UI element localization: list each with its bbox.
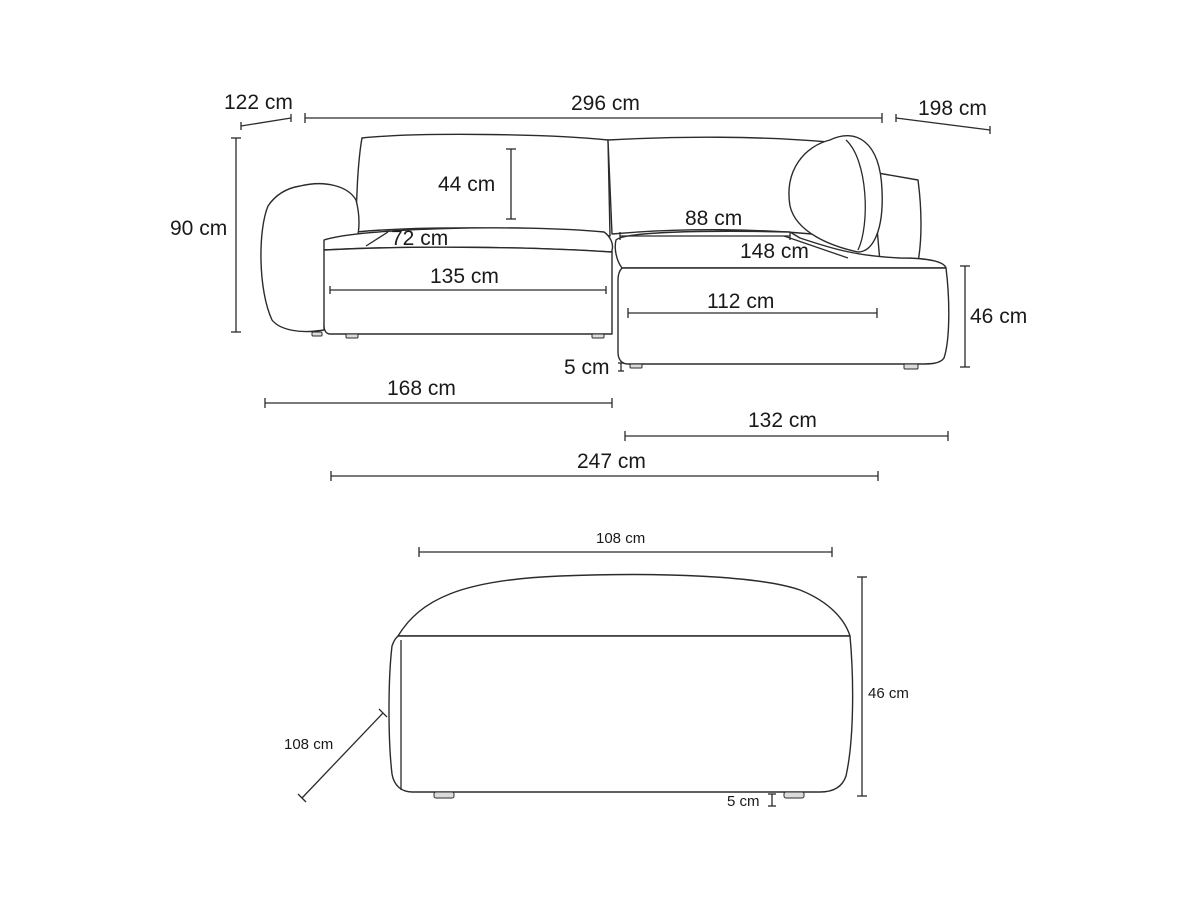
foot bbox=[903, 363, 919, 370]
label-seating-width: 247 cm bbox=[577, 450, 646, 473]
label-ottoman-foot-height: 5 cm bbox=[727, 793, 760, 810]
sofa-drawing bbox=[260, 133, 950, 370]
label-seat-depth: 72 cm bbox=[391, 227, 448, 250]
label-chaise-depth: 198 cm bbox=[918, 97, 987, 120]
label-ottoman-width: 108 cm bbox=[596, 530, 645, 547]
label-foot-height: 5 cm bbox=[564, 356, 610, 379]
bolster-pillow bbox=[788, 135, 883, 253]
label-ottoman-height: 46 cm bbox=[868, 685, 909, 702]
chaise-base bbox=[617, 267, 950, 365]
foot bbox=[311, 331, 323, 337]
ottoman-drawing bbox=[388, 573, 854, 799]
label-ottoman-depth: 108 cm bbox=[284, 736, 333, 753]
ottoman-top bbox=[397, 573, 851, 637]
label-arm-depth: 122 cm bbox=[224, 91, 293, 114]
chaise-seat-cushion bbox=[614, 230, 947, 269]
label-chaise-width: 132 cm bbox=[748, 409, 817, 432]
ottoman-body bbox=[388, 635, 854, 793]
label-chaise-seat-width: 88 cm bbox=[685, 207, 742, 230]
label-seat-height: 46 cm bbox=[970, 305, 1027, 328]
label-seat-width: 135 cm bbox=[430, 265, 499, 288]
ottoman-foot bbox=[433, 791, 455, 799]
label-chaise-inner-width: 112 cm bbox=[707, 290, 774, 313]
label-total-width: 296 cm bbox=[571, 92, 640, 115]
ottoman-foot bbox=[783, 791, 805, 799]
ottoman-dimension-lines bbox=[297, 547, 867, 807]
sofa-dimension-lines bbox=[231, 113, 991, 481]
bolster-seam bbox=[845, 139, 866, 251]
label-height: 90 cm bbox=[170, 217, 227, 240]
label-main-section-width: 168 cm bbox=[387, 377, 456, 400]
sofa-dimension-labels: 122 cm 296 cm 198 cm 90 cm 44 cm 72 cm 8… bbox=[170, 91, 1027, 473]
foot bbox=[591, 333, 605, 339]
label-chaise-length: 148 cm bbox=[740, 240, 809, 263]
label-backrest: 44 cm bbox=[438, 173, 495, 196]
ottoman-dimension-labels: 108 cm 46 cm 108 cm 5 cm bbox=[284, 530, 909, 810]
foot bbox=[345, 333, 359, 339]
foot bbox=[629, 363, 643, 369]
left-arm bbox=[260, 183, 360, 333]
